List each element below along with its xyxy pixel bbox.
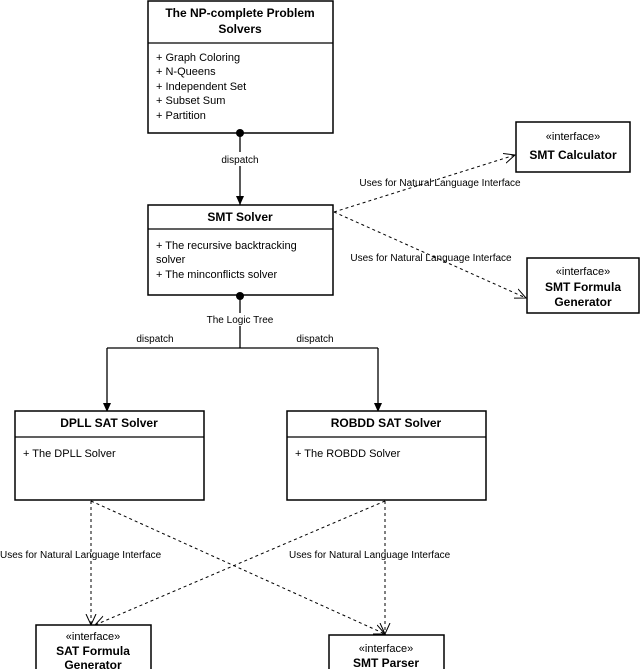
uses-label: Uses for Natural Language Interface bbox=[359, 178, 521, 189]
member: + The ROBDD Solver bbox=[295, 448, 401, 460]
member: + The recursive backtracking bbox=[156, 240, 297, 252]
class-robdd-sat-solver[interactable]: ROBDD SAT Solver + The ROBDD Solver bbox=[286, 410, 487, 501]
member: + Subset Sum bbox=[156, 95, 225, 107]
uses-label: Uses for Natural Language Interface bbox=[289, 550, 451, 561]
stereotype: «interface» bbox=[66, 631, 120, 643]
interface-name: SMT Parser bbox=[353, 656, 419, 669]
interface-name: Generator bbox=[554, 295, 612, 309]
uses-arrow bbox=[333, 211, 526, 298]
uses-label: Uses for Natural Language Interface bbox=[350, 253, 512, 264]
uses-arrow bbox=[95, 500, 386, 625]
member: + Graph Coloring bbox=[156, 52, 240, 64]
dispatch-label: dispatch bbox=[296, 334, 333, 345]
interface-sat-formula-generator[interactable]: «interface» SAT Formula Generator bbox=[35, 624, 152, 669]
uses-arrow bbox=[333, 155, 515, 213]
interface-name: Generator bbox=[64, 658, 122, 669]
class-smt-solver[interactable]: SMT Solver + The recursive backtracking … bbox=[147, 204, 334, 296]
dispatch-label: dispatch bbox=[136, 334, 173, 345]
member: + The DPLL Solver bbox=[23, 448, 116, 460]
interface-name: SMT Calculator bbox=[529, 148, 617, 162]
member: + N-Queens bbox=[156, 66, 216, 78]
class-title: ROBDD SAT Solver bbox=[331, 416, 442, 430]
class-title: SMT Solver bbox=[207, 210, 273, 224]
stereotype: «interface» bbox=[546, 131, 600, 143]
logic-tree-label: The Logic Tree bbox=[207, 315, 274, 326]
class-title: DPLL SAT Solver bbox=[60, 416, 158, 430]
class-title: The NP-complete Problem bbox=[165, 6, 314, 20]
member: + The minconflicts solver bbox=[156, 269, 277, 281]
interface-smt-parser[interactable]: «interface» SMT Parser bbox=[328, 634, 445, 669]
class-np-complete-solvers[interactable]: The NP-complete Problem Solvers + Graph … bbox=[147, 0, 334, 134]
uses-label: Uses for Natural Language Interface bbox=[0, 550, 162, 561]
member: + Partition bbox=[156, 110, 206, 122]
class-dpll-sat-solver[interactable]: DPLL SAT Solver + The DPLL Solver bbox=[14, 410, 205, 501]
interface-smt-calculator[interactable]: «interface» SMT Calculator bbox=[515, 121, 631, 173]
uses-arrow bbox=[90, 500, 385, 634]
interface-smt-formula-generator[interactable]: «interface» SMT Formula Generator bbox=[526, 257, 640, 314]
dispatch-label: dispatch bbox=[221, 155, 258, 166]
member: solver bbox=[156, 254, 186, 266]
interface-name: SAT Formula bbox=[56, 644, 130, 658]
member: + Independent Set bbox=[156, 81, 246, 93]
class-title: Solvers bbox=[218, 22, 262, 36]
stereotype: «interface» bbox=[556, 266, 610, 278]
interface-name: SMT Formula bbox=[545, 280, 621, 294]
stereotype: «interface» bbox=[359, 643, 413, 655]
